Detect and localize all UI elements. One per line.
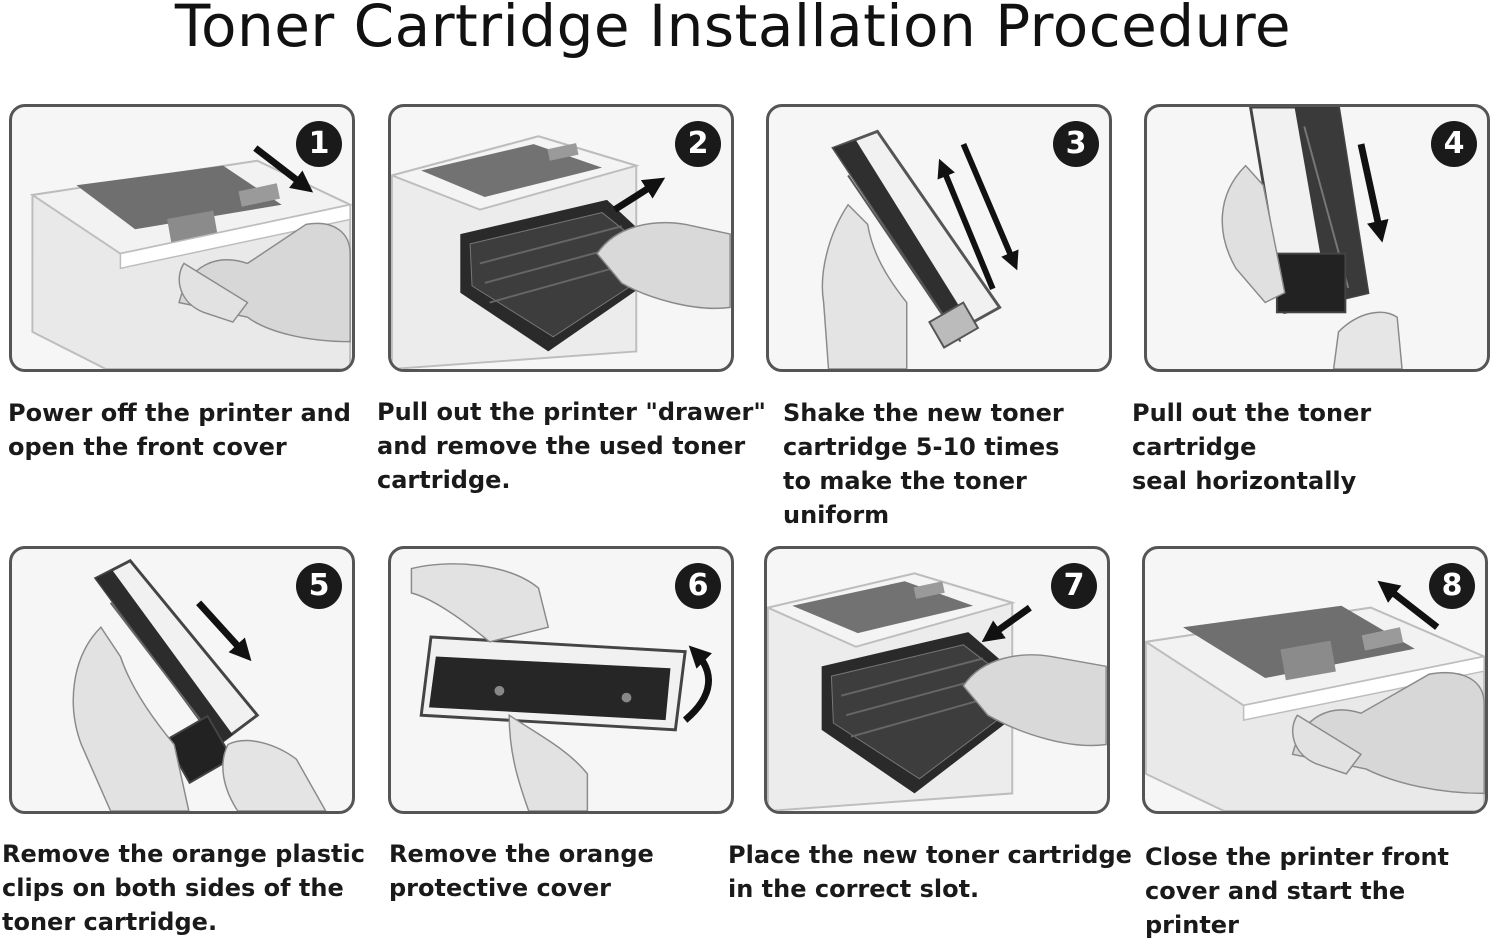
- step-caption-2: Pull out the printer "drawer" and remove…: [377, 398, 766, 494]
- step-panel-2: 2: [388, 104, 734, 372]
- step-number-badge: 8: [1429, 563, 1475, 609]
- step-caption-6: Remove the orange protective cover: [389, 840, 654, 902]
- step-number-badge: 4: [1431, 121, 1477, 167]
- step-panel-3: 3: [766, 104, 1112, 372]
- step-number-badge: 5: [296, 563, 342, 609]
- step-number-badge: 6: [675, 563, 721, 609]
- step-panel-7: 7: [764, 546, 1110, 814]
- step-number-badge: 2: [675, 121, 721, 167]
- step-caption-7: Place the new toner cartridge in the cor…: [728, 841, 1132, 903]
- page-title: Toner Cartridge Installation Procedure: [174, 0, 1292, 60]
- printer-open-cover-illustration: [29, 145, 352, 369]
- pull-seal-illustration: [1221, 107, 1403, 369]
- step-caption-5: Remove the orange plastic clips on both …: [2, 840, 365, 936]
- remove-cover-illustration: [410, 563, 712, 811]
- step-panel-1: 1: [9, 104, 355, 372]
- step-panel-8: 8: [1142, 546, 1488, 814]
- step-panel-6: 6: [388, 546, 734, 814]
- step-panel-5: 5: [9, 546, 355, 814]
- step-panel-4: 4: [1144, 104, 1490, 372]
- step-number-badge: 3: [1053, 121, 1099, 167]
- step-number-badge: 1: [296, 121, 342, 167]
- shake-cartridge-illustration: [821, 129, 1019, 369]
- printer-drawer-illustration: [391, 135, 731, 369]
- step-caption-8: Close the printer front cover and start …: [1145, 843, 1450, 939]
- close-cover-illustration: [1145, 580, 1485, 811]
- step-caption-1: Power off the printer and open the front…: [8, 399, 351, 461]
- insert-cartridge-illustration: [767, 572, 1107, 811]
- remove-clips-illustration: [72, 558, 327, 811]
- step-caption-4: Pull out the toner cartridge seal horizo…: [1132, 399, 1372, 495]
- step-caption-3: Shake the new toner cartridge 5-10 times…: [783, 399, 1064, 529]
- step-number-badge: 7: [1051, 563, 1097, 609]
